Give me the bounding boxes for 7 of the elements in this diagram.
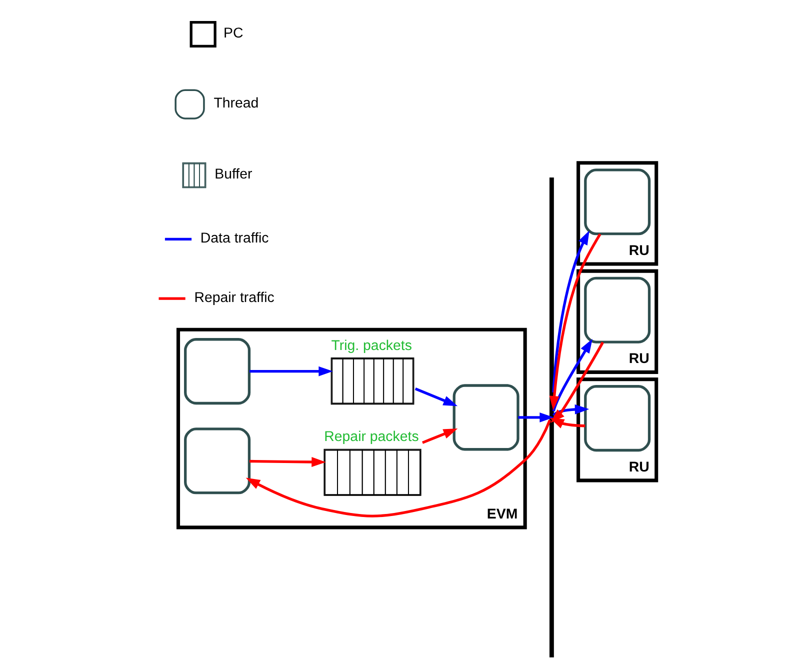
legend-label: Buffer: [214, 166, 252, 183]
node-label: Trig. packets: [331, 338, 412, 354]
legend-label: Repair traffic: [194, 290, 274, 306]
node-label: Repair packets: [324, 429, 419, 446]
legend-label: Thread: [214, 96, 259, 112]
legend-label: Data traffic: [200, 230, 269, 247]
legend-label: PC: [223, 26, 244, 42]
